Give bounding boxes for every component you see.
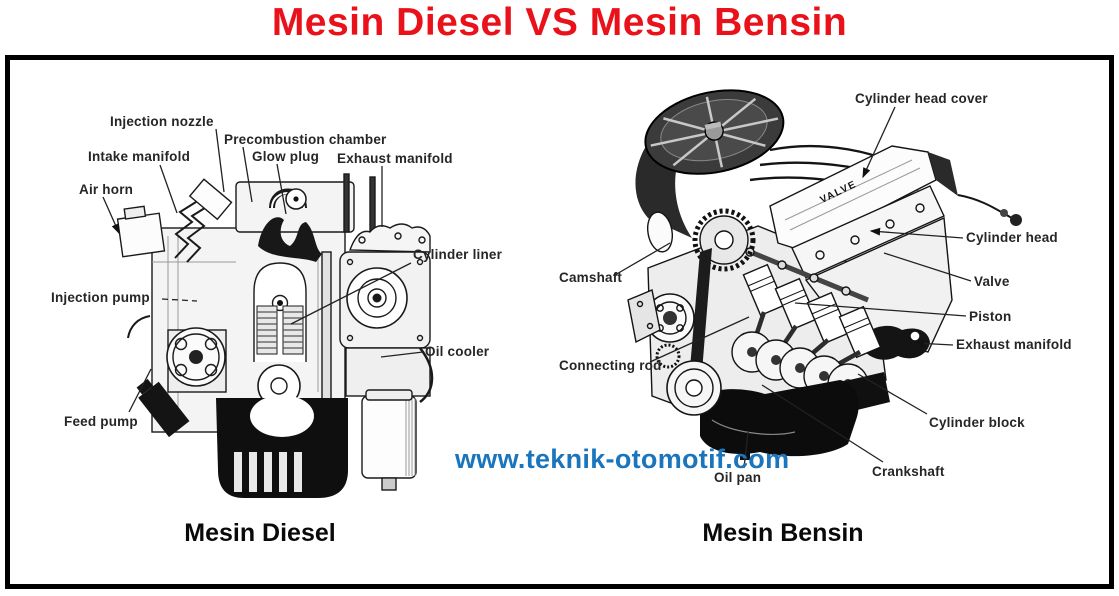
label-connecting-rod: Connecting rod <box>559 358 662 373</box>
label-cylinder-liner: Cylinder liner <box>413 247 503 262</box>
label-crankshaft: Crankshaft <box>872 464 945 479</box>
label-oil-pan: Oil pan <box>714 470 762 485</box>
label-valve: Valve <box>974 274 1010 289</box>
label-intake-manifold: Intake manifold <box>88 149 191 164</box>
page-title: Mesin Diesel VS Mesin Bensin <box>271 1 848 44</box>
label-exhaust-manifold-bensin: Exhaust manifold <box>956 337 1072 352</box>
label-precombustion-chamber: Precombustion chamber <box>224 132 387 147</box>
label-exhaust-manifold-diesel: Exhaust manifold <box>337 151 453 166</box>
label-glow-plug: Glow plug <box>252 149 320 164</box>
diesel-engine-illustration <box>116 173 434 498</box>
label-injection-nozzle: Injection nozzle <box>110 114 214 129</box>
label-oil-cooler: Oil cooler <box>425 344 490 359</box>
bensin-engine-illustration: VALVE <box>627 89 1022 460</box>
label-air-horn: Air horn <box>79 182 134 197</box>
watermark-text: www.teknik-otomotif.com <box>455 444 790 474</box>
diesel-leader-lines <box>102 128 424 413</box>
label-camshaft: Camshaft <box>559 270 623 285</box>
diesel-caption: Mesin Diesel <box>184 519 336 547</box>
label-cylinder-block: Cylinder block <box>929 415 1025 430</box>
bensin-leader-lines <box>614 106 972 469</box>
bensin-caption: Mesin Bensin <box>702 519 864 547</box>
label-cylinder-head: Cylinder head <box>966 230 1058 245</box>
label-injection-pump: Injection pump <box>51 290 150 305</box>
label-piston: Piston <box>969 309 1012 324</box>
label-feed-pump: Feed pump <box>64 414 138 429</box>
label-cylinder-head-cover: Cylinder head cover <box>855 91 988 106</box>
